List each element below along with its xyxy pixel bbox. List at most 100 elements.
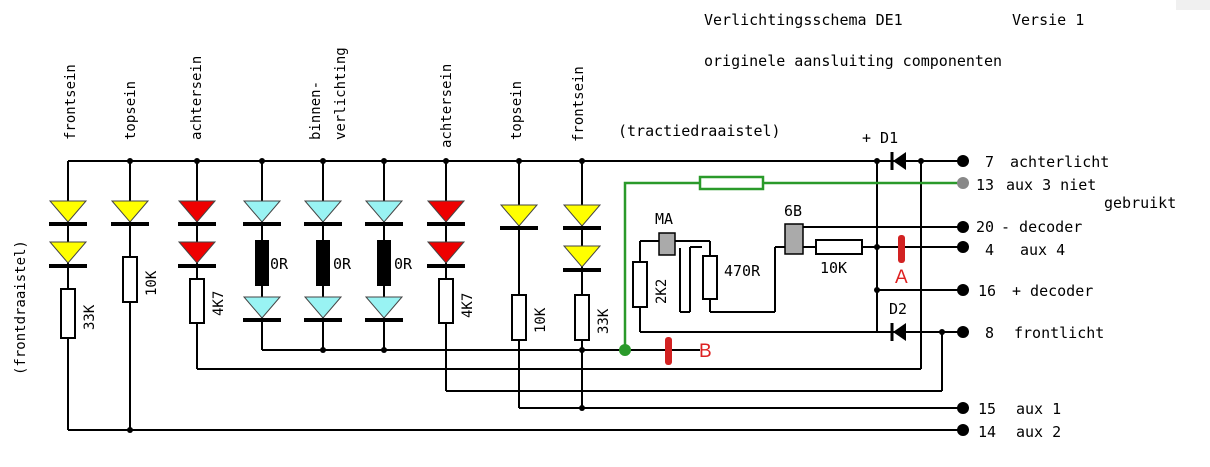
led-cyan: [242, 200, 282, 223]
led-yellow: [48, 200, 88, 223]
diode-d2: D2: [889, 300, 907, 341]
column-label-achtersein-1: achtersein: [189, 56, 205, 140]
resistor-470r-value: 470R: [724, 262, 761, 280]
led-cyan: [364, 200, 404, 223]
led-yellow: [110, 200, 150, 223]
led-red: [426, 200, 466, 223]
terminal-block: 7 achterlicht 13 aux 3 niet gebruikt 20 …: [957, 153, 1176, 441]
scrollbar-corner: [1176, 0, 1210, 10]
resistor: [438, 278, 454, 324]
led-yellow: [562, 204, 602, 227]
ma-label: MA: [655, 210, 673, 228]
resistor-10k-horizontal: [815, 239, 863, 255]
terminal-14-name: aux 2: [1016, 423, 1061, 441]
terminal-14: [957, 424, 969, 436]
resistor: [122, 256, 138, 303]
column-label-verlichting: verlichting: [333, 47, 349, 140]
terminal-4-num: 4: [985, 241, 994, 259]
terminal-20: [957, 221, 969, 233]
resistor-value: 4K7: [211, 291, 227, 316]
resistor: [574, 294, 590, 341]
terminal-16: [957, 284, 969, 296]
resistor-value: 33K: [82, 304, 98, 330]
terminal-15: [957, 402, 969, 414]
schema-title: Verlichtingsschema DE1: [704, 11, 903, 29]
frontdraaistel-label: (frontdraaistel): [13, 240, 29, 375]
green-junction-dot: [619, 344, 631, 356]
diode-d1: + D1: [862, 129, 906, 170]
resistor: [511, 294, 527, 341]
title-block: Verlichtingsschema DE1 Versie 1 originel…: [704, 11, 1084, 70]
column-label-frontsein-2: frontsein: [571, 66, 587, 142]
terminal-4-name: aux 4: [1020, 241, 1065, 259]
terminal-4: [957, 241, 969, 253]
resistor-value: 0R: [333, 255, 352, 273]
resistor-2k2: [632, 261, 648, 308]
terminal-7-num: 7: [985, 153, 994, 171]
terminal-13-name-2: gebruikt: [1104, 194, 1176, 212]
resistor-2k2-value: 2K2: [654, 279, 670, 304]
cut-marker-b: [665, 337, 672, 365]
led-cyan: [364, 296, 404, 319]
schema-version: Versie 1: [1012, 11, 1084, 29]
resistor-value: 33K: [596, 308, 612, 334]
led-column-topsein-2: 10K: [499, 204, 549, 341]
terminal-13: [957, 177, 969, 189]
resistor-value: 10K: [533, 307, 549, 333]
zero-ohm-bridge: [316, 240, 330, 286]
resistor-value: 10K: [144, 270, 160, 296]
cut-marker-a: [898, 235, 905, 263]
terminal-16-num: 16: [978, 282, 996, 300]
schema-subtitle: originele aansluiting componenten: [704, 52, 1002, 70]
column-label-achtersein-2: achtersein: [439, 64, 455, 148]
tractiedraaistel-label: (tractiedraaistel): [618, 122, 781, 140]
led-cyan: [242, 296, 282, 319]
terminal-16-name: + decoder: [1012, 282, 1093, 300]
resistor: [189, 278, 205, 324]
column-label-topsein-2: topsein: [509, 81, 525, 140]
sixb-component: [784, 223, 804, 255]
led-yellow: [562, 245, 602, 268]
terminal-7: [957, 155, 969, 167]
cut-markers: A B: [665, 235, 908, 365]
zero-ohm-bridge: [255, 240, 269, 286]
junction-dots: [127, 158, 945, 433]
terminal-13-num: 13: [976, 176, 994, 194]
resistor-value: 0R: [270, 255, 289, 273]
led-column-binnen-3: 0R: [364, 200, 413, 322]
led-red: [426, 241, 466, 264]
zero-ohm-bridge: [377, 240, 391, 286]
led-column-achtersein-1: 4K7: [177, 200, 227, 324]
led-yellow: [499, 204, 539, 227]
led-column-binnen-1: 0R: [242, 200, 289, 322]
column-labels: frontsein topsein achtersein binnen- ver…: [13, 47, 781, 375]
resistor: [60, 288, 76, 339]
terminal-8: [957, 326, 969, 338]
terminal-7-name: achterlicht: [1010, 153, 1109, 171]
led-column-frontsein-2: 33K: [562, 204, 612, 341]
terminal-20-num: 20: [976, 218, 994, 236]
column-label-frontsein-1: frontsein: [63, 64, 79, 140]
resistor-470r: [702, 255, 718, 300]
led-column-frontsein-1: 33K: [48, 200, 98, 339]
d2-label: D2: [889, 300, 907, 318]
led-red: [177, 241, 217, 264]
marker-b-label: B: [699, 341, 712, 362]
aux3-green-wire: [619, 175, 963, 356]
resistor-10k-value: 10K: [820, 259, 847, 277]
led-cyan: [303, 296, 343, 319]
terminal-20-name: - decoder: [1001, 218, 1082, 236]
diode-d2-symbol: [893, 323, 906, 341]
column-label-binnen: binnen-: [308, 81, 324, 140]
ma-component: [658, 232, 676, 256]
aux3-resistor: [698, 175, 765, 191]
led-cyan: [303, 200, 343, 223]
terminal-15-name: aux 1: [1016, 400, 1061, 418]
sixb-label: 6B: [784, 202, 802, 220]
led-column-achtersein-2: 4K7: [426, 200, 476, 324]
d1-label: + D1: [862, 129, 898, 147]
led-red: [177, 200, 217, 223]
resistor-value: 0R: [394, 255, 413, 273]
led-column-binnen-2: 0R: [303, 200, 352, 322]
